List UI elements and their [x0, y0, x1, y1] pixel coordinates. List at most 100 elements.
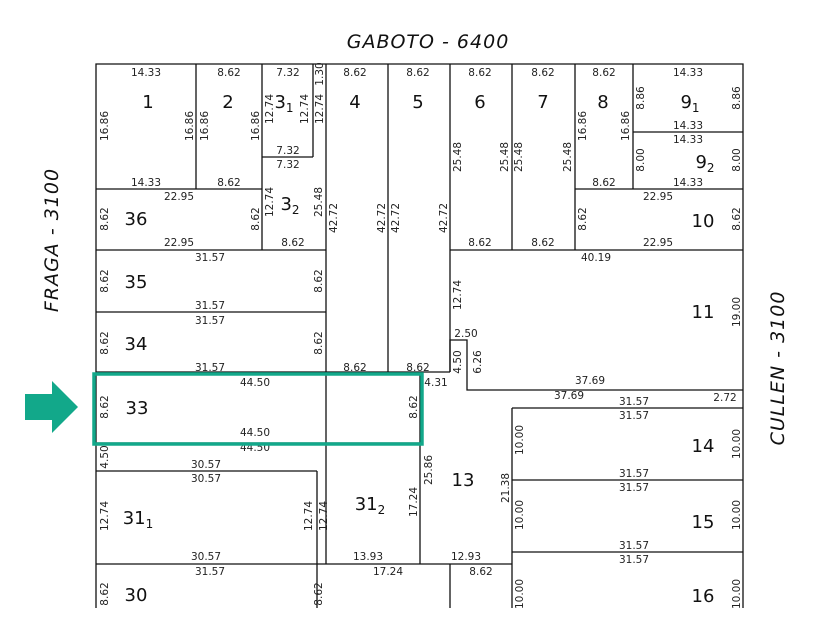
dim-label: 31.57 — [195, 300, 225, 312]
dim-label: 42.72 — [376, 203, 388, 233]
arrow-right-icon — [25, 381, 78, 433]
dim-label: 16.86 — [184, 111, 196, 141]
dim-label: 10.00 — [731, 579, 743, 609]
lot-numbers: 1 2 31 4 5 6 7 8 91 92 32 36 10 35 34 11… — [123, 92, 715, 607]
dim-label: 14.33 — [673, 67, 703, 79]
dim-label: 8.62 — [217, 177, 240, 189]
dim-label: 22.95 — [164, 191, 194, 203]
dim-label: 8.62 — [592, 177, 615, 189]
dim-label: 42.72 — [328, 203, 340, 233]
dim-label: 12.74 — [452, 280, 464, 310]
lot-33: 33 — [126, 398, 149, 419]
dim-label: 8.62 — [469, 566, 492, 578]
dim-label: 19.00 — [731, 297, 743, 327]
dim-label: 17.24 — [373, 566, 403, 578]
lot-6: 6 — [474, 92, 485, 113]
dim-label: 8.62 — [217, 67, 240, 79]
dim-label: 4.50 — [99, 445, 111, 468]
dim-label: 21.38 — [500, 473, 512, 503]
lot-4: 4 — [349, 92, 360, 113]
dim-label: 10.00 — [731, 500, 743, 530]
lot-9-2: 92 — [695, 152, 714, 175]
dim-label: 44.50 — [240, 377, 270, 389]
vertical-dimension-labels: 16.86 16.86 16.86 16.86 12.74 12.74 12.7… — [99, 62, 743, 609]
lot-13: 13 — [452, 470, 475, 491]
dim-label: 30.57 — [191, 473, 221, 485]
dim-label: 42.72 — [390, 203, 402, 233]
dim-label: 25.48 — [513, 142, 525, 172]
dim-label: 8.00 — [731, 148, 743, 171]
dim-label: 16.86 — [199, 111, 211, 141]
dim-label: 10.00 — [731, 429, 743, 459]
dim-label: 8.62 — [406, 67, 429, 79]
dim-label: 4.50 — [452, 350, 464, 373]
lot-1: 1 — [142, 92, 153, 113]
dim-label: 31.57 — [195, 252, 225, 264]
dim-label: 31.57 — [619, 482, 649, 494]
dim-label: 31.57 — [619, 396, 649, 408]
dim-label: 8.62 — [468, 67, 491, 79]
dim-label: 25.48 — [499, 142, 511, 172]
dim-label: 12.93 — [451, 551, 481, 563]
dim-label: 14.33 — [131, 67, 161, 79]
lot-2: 2 — [222, 92, 233, 113]
lot-10: 10 — [692, 211, 715, 232]
dim-label: 25.48 — [562, 142, 574, 172]
dim-label: 12.74 — [264, 94, 276, 124]
lot-15: 15 — [692, 512, 715, 533]
dim-label: 12.74 — [303, 501, 315, 531]
lot-3-1: 31 — [274, 92, 293, 115]
dim-label: 8.62 — [281, 237, 304, 249]
dim-label: 22.95 — [643, 237, 673, 249]
dim-label: 8.62 — [343, 362, 366, 374]
dim-label: 8.62 — [313, 582, 325, 605]
lot-9-1: 91 — [680, 92, 699, 115]
dim-label: 14.33 — [673, 177, 703, 189]
lot-3-2: 32 — [280, 194, 299, 217]
dim-label: 12.74 — [299, 94, 311, 124]
dim-label: 42.72 — [438, 203, 450, 233]
dim-label: 6.26 — [472, 350, 484, 374]
dim-label: 30.57 — [191, 551, 221, 563]
dim-label: 22.95 — [164, 237, 194, 249]
dim-label: 8.62 — [313, 331, 325, 354]
dim-label: 8.62 — [731, 207, 743, 230]
dim-label: 8.62 — [250, 207, 262, 230]
lot-34: 34 — [125, 334, 148, 355]
block-boundaries — [95, 63, 744, 608]
dim-label: 8.62 — [468, 237, 491, 249]
street-label-gaboto: GABOTO - 6400 — [347, 31, 510, 53]
dim-label: 1.30 — [314, 62, 326, 85]
dim-label: 7.32 — [276, 145, 299, 157]
dim-label: 8.00 — [635, 148, 647, 171]
lot-8: 8 — [597, 92, 608, 113]
dim-label: 8.62 — [408, 395, 420, 418]
dim-label: 10.00 — [514, 579, 526, 609]
lot-36: 36 — [125, 209, 148, 230]
dim-label: 8.62 — [531, 67, 554, 79]
dim-label: 13.93 — [353, 551, 383, 563]
dim-label: 8.62 — [99, 207, 111, 230]
dim-label: 12.74 — [314, 94, 326, 124]
street-label-fraga: FRAGA - 3100 — [41, 168, 63, 312]
dim-label: 17.24 — [408, 487, 420, 517]
lot-14: 14 — [692, 436, 715, 457]
lot-5: 5 — [412, 92, 423, 113]
dim-label: 31.57 — [195, 566, 225, 578]
dim-label: 7.32 — [276, 67, 299, 79]
street-label-cullen: CULLEN - 3100 — [767, 291, 789, 446]
dim-label: 8.86 — [635, 86, 647, 110]
dim-label: 37.69 — [575, 375, 605, 387]
dim-label: 8.62 — [313, 269, 325, 292]
dimension-labels: 14.33 8.62 7.32 8.62 8.62 8.62 8.62 8.62… — [131, 67, 737, 578]
dim-label: 37.69 — [554, 390, 584, 402]
dim-label: 4.31 — [424, 377, 447, 389]
dim-label: 14.33 — [673, 120, 703, 132]
dim-label: 40.19 — [581, 252, 611, 264]
lot-7: 7 — [537, 92, 548, 113]
lot-31-2: 312 — [355, 494, 386, 517]
dim-label: 16.86 — [620, 111, 632, 141]
dim-label: 8.62 — [592, 67, 615, 79]
dim-label: 8.62 — [99, 582, 111, 605]
dim-label: 12.74 — [264, 187, 276, 217]
